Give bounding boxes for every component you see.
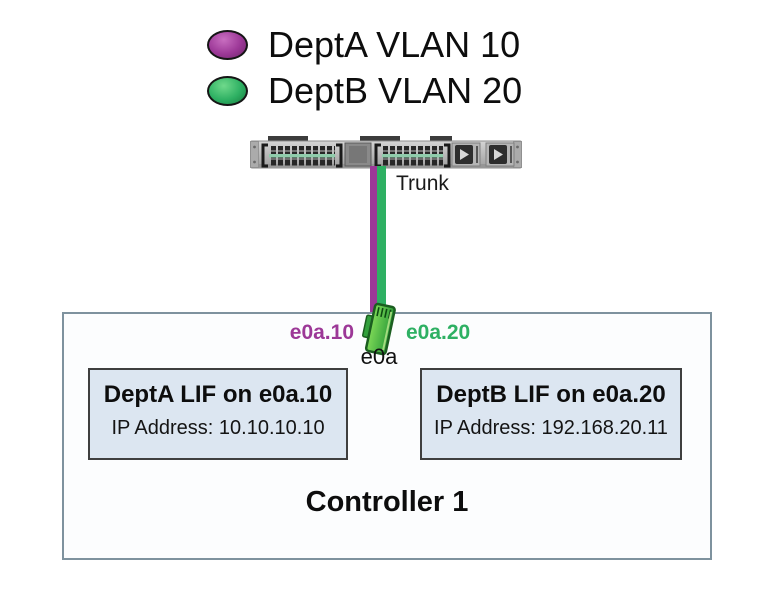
- lif-box-depta: DeptA LIF on e0a.10 IP Address: 10.10.10…: [88, 368, 348, 460]
- vlan10-oval-icon: [207, 30, 248, 60]
- legend-label-vlan20: DeptB VLAN 20: [268, 70, 523, 111]
- trunk-label: Trunk: [396, 172, 449, 195]
- vlan10-trunk-line: [370, 166, 377, 318]
- physical-port-label: e0a: [360, 344, 398, 369]
- lif-box-deptb: DeptB LIF on e0a.20 IP Address: 192.168.…: [420, 368, 682, 460]
- lif-deptb-title: DeptB LIF on e0a.20: [436, 381, 666, 408]
- vlan20-oval-icon: [207, 76, 248, 106]
- lif-deptb-ip: IP Address: 192.168.20.11: [434, 417, 668, 439]
- switch-device-icon: [250, 136, 522, 169]
- ethernet-plug-icon: [362, 302, 396, 356]
- vlan10-port-label: e0a.10: [289, 321, 354, 344]
- legend-label-vlan10: DeptA VLAN 10: [268, 24, 521, 65]
- controller-title: Controller 1: [305, 486, 469, 518]
- lif-depta-title: DeptA LIF on e0a.10: [103, 381, 333, 408]
- vlan20-port-label: e0a.20: [406, 321, 471, 344]
- vlan20-trunk-line: [377, 166, 386, 334]
- lif-depta-ip: IP Address: 10.10.10.10: [111, 417, 325, 439]
